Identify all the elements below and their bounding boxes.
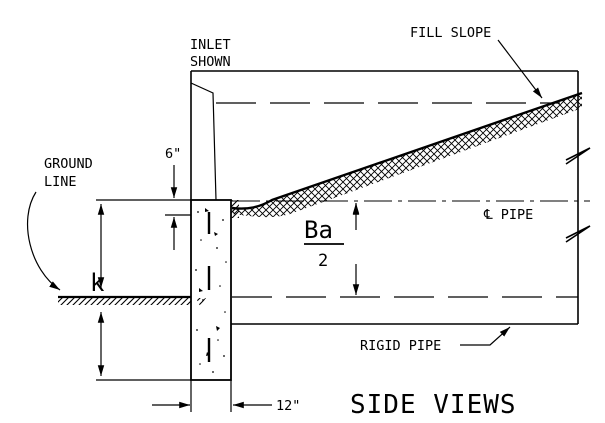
rigid-pipe-leader — [460, 326, 511, 346]
ba-denominator-label: 2 — [318, 251, 328, 271]
footing-hatch — [196, 298, 206, 306]
six-inch-label: 6" — [165, 146, 181, 162]
ground-line-leader — [27, 191, 61, 291]
inlet-bevel — [190, 82, 217, 201]
fill-slope-line — [231, 91, 583, 210]
k-label: k — [90, 269, 105, 297]
inlet-shown-label-line2: SHOWN — [190, 54, 231, 70]
headwall-lip-hatch — [231, 200, 239, 218]
headwall — [190, 199, 239, 381]
pipe-inner-dashed-lines — [216, 102, 578, 298]
twelve-inch-label: 12" — [276, 398, 300, 414]
ground-hatch — [58, 297, 198, 305]
side-views-title: SIDE VIEWS — [350, 390, 517, 420]
ba-numerator-label: Ba — [304, 216, 333, 244]
pipe-break-symbol-upper — [565, 147, 591, 165]
pipe-outline — [190, 70, 591, 325]
fill-slope-label: FILL SLOPE — [410, 25, 491, 41]
centerline-pipe-label: ℄ PIPE — [483, 207, 533, 223]
fill-slope-leader — [497, 39, 543, 99]
pipe-break-symbol-lower — [565, 225, 591, 243]
headwall-body — [190, 199, 232, 381]
ground-line-label-line1: GROUND — [44, 156, 93, 172]
dimensions — [27, 39, 543, 412]
rigid-pipe-label: RIGID PIPE — [360, 338, 441, 354]
inlet-shown-label-line1: INLET — [190, 37, 231, 53]
ground-line-label-line2: LINE — [44, 174, 77, 190]
